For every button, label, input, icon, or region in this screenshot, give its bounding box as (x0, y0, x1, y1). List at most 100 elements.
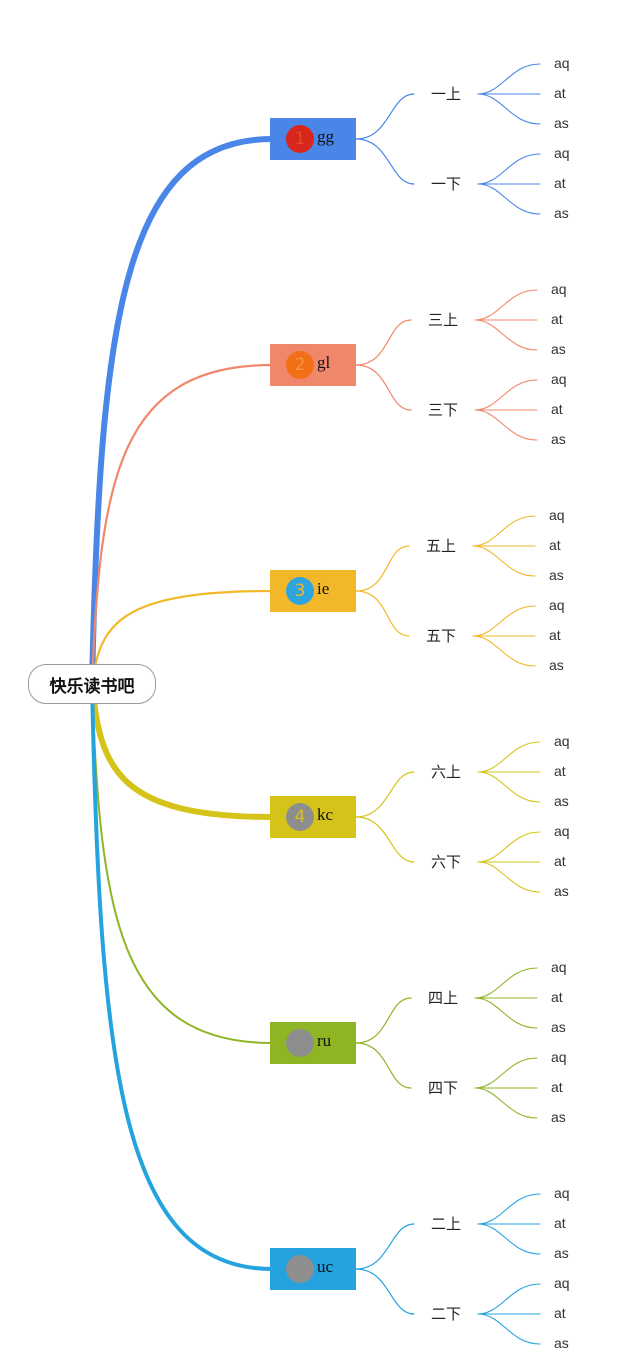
sub-topic[interactable]: 五下 (425, 627, 456, 645)
root-topic[interactable]: 快乐读书吧 (28, 664, 156, 704)
branch-topic-label: ru (317, 1031, 332, 1050)
leaf-topic[interactable]: aq (554, 1275, 570, 1291)
sub-topic[interactable]: 二上 (430, 1215, 461, 1233)
leaf-topic[interactable]: aq (549, 507, 565, 523)
root-topic-label: 快乐读书吧 (49, 676, 135, 697)
leaf-topic[interactable]: aq (554, 733, 570, 749)
number-badge (286, 1029, 314, 1057)
leaf-connector (472, 515, 536, 547)
leaf-topic[interactable]: as (551, 431, 566, 447)
leaf-topic[interactable]: at (554, 853, 566, 869)
branch-topic[interactable]: uc (270, 1248, 356, 1290)
leaf-connector (477, 93, 541, 125)
branch-connector (91, 683, 273, 1044)
leaf-topic[interactable]: as (551, 341, 566, 357)
sub-connector (355, 364, 412, 411)
sub-topic[interactable]: 六上 (430, 763, 461, 781)
leaf-topic[interactable]: aq (551, 1049, 567, 1065)
sub-connector (355, 1268, 415, 1315)
leaf-connector (474, 409, 538, 441)
leaf-topic[interactable]: at (554, 1305, 566, 1321)
leaf-topic[interactable]: as (554, 883, 569, 899)
leaf-connector (472, 545, 536, 577)
leaf-topic[interactable]: at (554, 85, 566, 101)
leaf-connector (477, 63, 541, 95)
leaf-topic[interactable]: as (554, 1245, 569, 1261)
leaf-topic[interactable]: at (549, 627, 561, 643)
leaf-topic[interactable]: aq (554, 823, 570, 839)
leaf-topic[interactable]: as (554, 205, 569, 221)
leaf-topic[interactable]: at (551, 989, 563, 1005)
leaf-connector (477, 1283, 541, 1315)
sub-topic[interactable]: 三下 (427, 401, 458, 419)
number-badge: 1 (286, 125, 314, 153)
number-badge: 2 (286, 351, 314, 379)
branch-connector (90, 589, 274, 686)
sub-topic[interactable]: 三上 (427, 311, 458, 329)
leaf-topic[interactable]: as (554, 115, 569, 131)
leaf-topic[interactable]: at (554, 763, 566, 779)
leaf-connector (472, 635, 536, 667)
sub-topic[interactable]: 六下 (430, 853, 461, 871)
leaf-connector (477, 1223, 541, 1255)
leaf-topic[interactable]: at (554, 1215, 566, 1231)
leaf-connector (474, 997, 538, 1029)
leaf-connector (474, 1057, 538, 1089)
branch-topic-label: ie (317, 579, 330, 598)
number-badge: 3 (286, 577, 314, 605)
leaf-topic[interactable]: at (551, 1079, 563, 1095)
leaf-topic[interactable]: at (551, 311, 563, 327)
branch-topic-label: kc (317, 805, 334, 824)
leaf-connector (474, 289, 538, 321)
leaf-topic[interactable]: aq (554, 55, 570, 71)
leaf-topic[interactable]: at (554, 175, 566, 191)
leaf-topic[interactable]: aq (554, 145, 570, 161)
sub-topic[interactable]: 五上 (425, 537, 456, 555)
leaf-connector (474, 967, 538, 999)
leaf-topic[interactable]: at (549, 537, 561, 553)
sub-connector (355, 1042, 412, 1089)
sub-topic[interactable]: 一下 (430, 175, 461, 193)
sub-topic[interactable]: 四上 (427, 989, 458, 1007)
leaf-topic[interactable]: aq (551, 281, 567, 297)
sub-connector (355, 93, 415, 140)
leaf-connector (477, 741, 541, 773)
leaf-topic[interactable]: as (551, 1109, 566, 1125)
leaf-connector (472, 605, 536, 637)
leaf-topic[interactable]: aq (551, 371, 567, 387)
sub-connector (355, 771, 415, 818)
leaf-connector (477, 1313, 541, 1345)
leaf-connector (477, 1193, 541, 1225)
leaf-connector (477, 831, 541, 863)
leaf-topic[interactable]: aq (551, 959, 567, 975)
sub-topic[interactable]: 四下 (427, 1079, 458, 1097)
sub-connector (355, 997, 412, 1044)
branch-topic[interactable]: ru (270, 1022, 356, 1064)
leaf-topic[interactable]: aq (554, 1185, 570, 1201)
branch-connector (90, 682, 274, 1271)
leaf-connector (474, 319, 538, 351)
sub-topic[interactable]: 二下 (430, 1305, 461, 1323)
leaf-topic[interactable]: as (554, 793, 569, 809)
sub-topic[interactable]: 一上 (430, 85, 461, 103)
leaf-topic[interactable]: at (551, 401, 563, 417)
leaf-topic[interactable]: aq (549, 597, 565, 613)
sub-connector (355, 1223, 415, 1270)
branch-connector (89, 136, 275, 687)
branch-topic-label: uc (317, 1257, 334, 1276)
leaf-topic[interactable]: as (549, 657, 564, 673)
sub-connector (355, 590, 410, 637)
leaf-connector (477, 771, 541, 803)
leaf-connector (477, 153, 541, 185)
leaf-topic[interactable]: as (554, 1335, 569, 1351)
branch-connector (89, 681, 275, 820)
leaf-topic[interactable]: as (551, 1019, 566, 1035)
leaf-connector (477, 861, 541, 893)
branch-topic-label: gl (317, 353, 331, 372)
leaf-topic[interactable]: as (549, 567, 564, 583)
